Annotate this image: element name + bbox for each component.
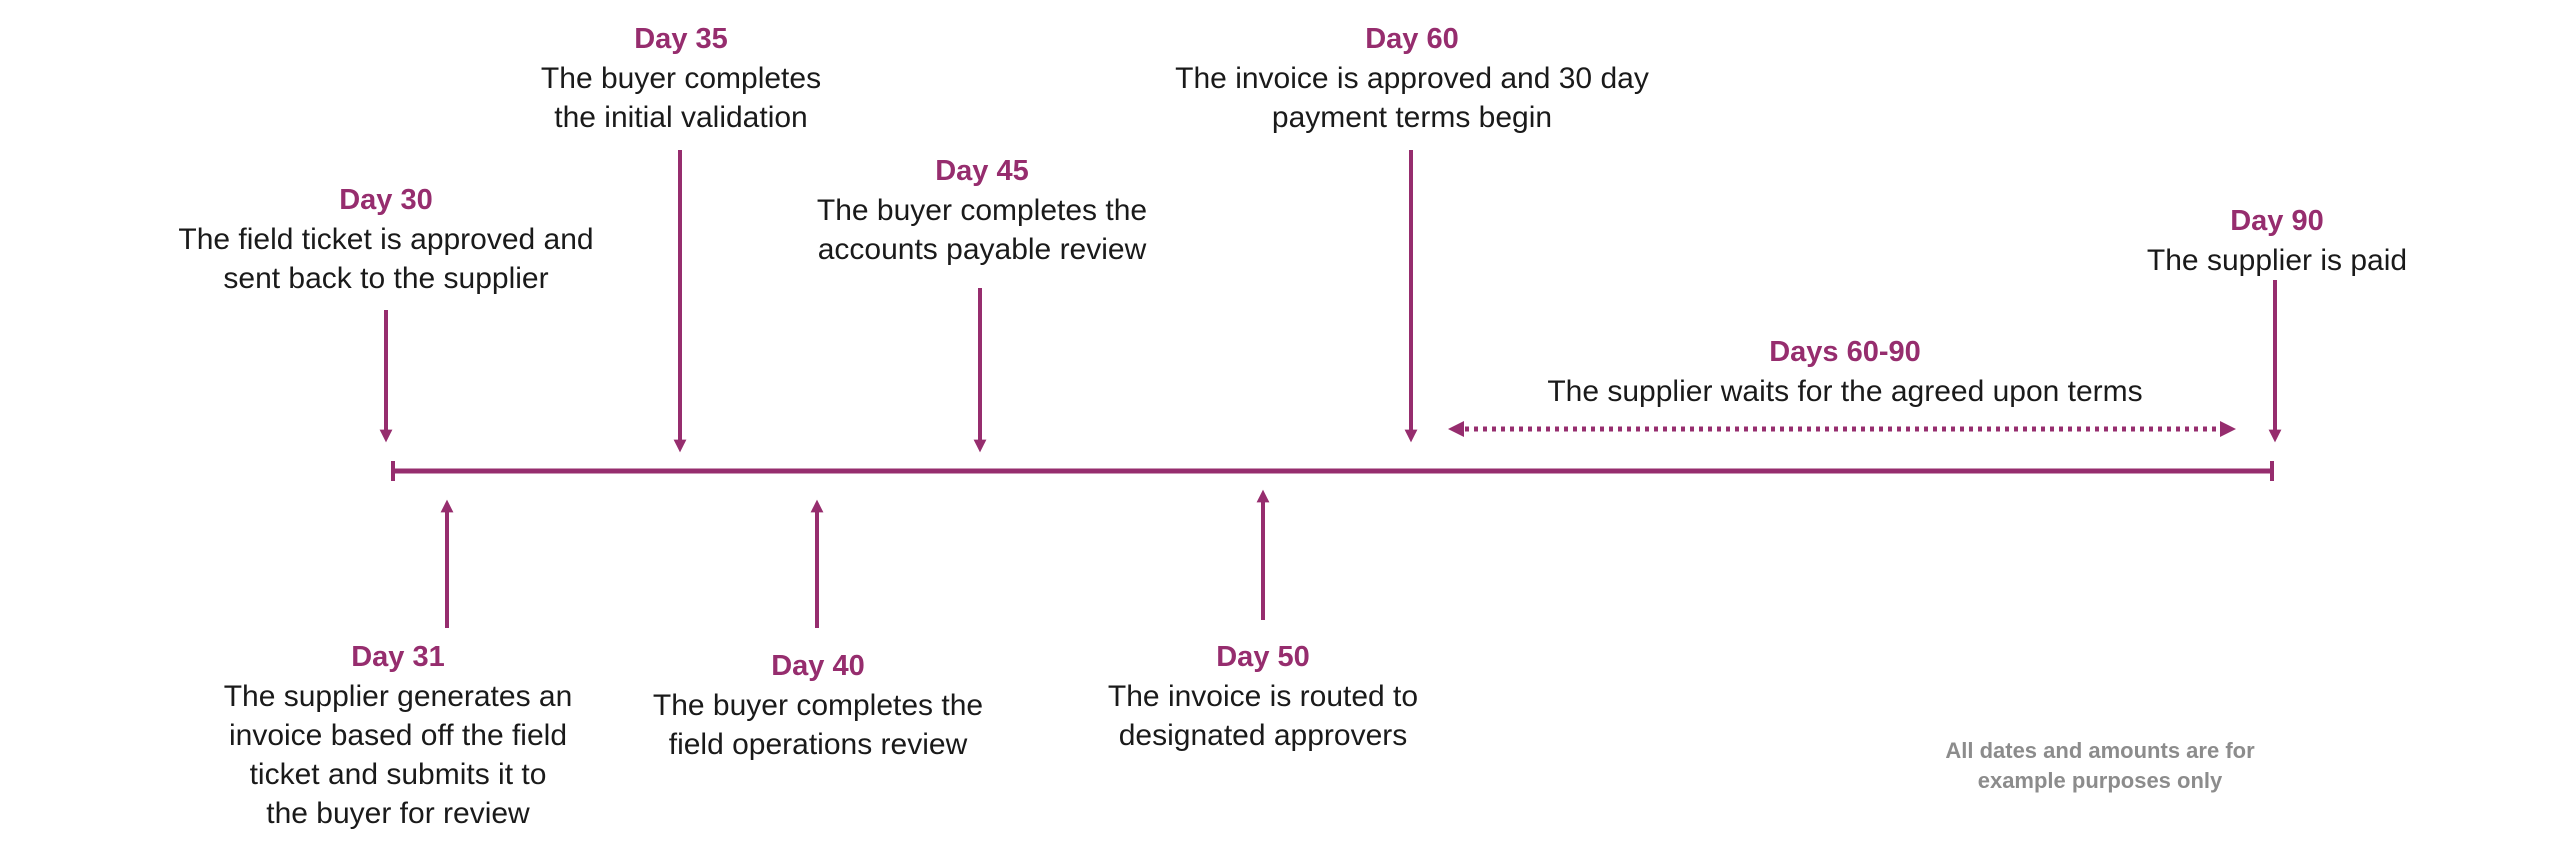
event-day-40: Day 40 The buyer completes the field ope…	[653, 647, 983, 764]
event-day-90: Day 90 The supplier is paid	[2147, 202, 2407, 280]
event-day-60: Day 60 The invoice is approved and 30 da…	[1175, 20, 1649, 137]
event-day-label: Day 60	[1365, 23, 1459, 55]
event-description: field operations review	[668, 728, 968, 761]
event-day-label: Day 35	[634, 23, 728, 55]
event-day-label: Day 30	[339, 184, 433, 216]
event-day-label: Day 40	[771, 650, 865, 682]
event-description: The buyer completes	[540, 62, 822, 95]
event-day-label: Day 45	[935, 155, 1029, 187]
event-description: the initial validation	[554, 101, 808, 134]
event-day-31: Day 31 The supplier generates an invoice…	[224, 638, 573, 833]
event-day-label: Day 90	[2230, 205, 2324, 237]
event-day-30: Day 30 The field ticket is approved and …	[178, 181, 593, 298]
event-description: The field ticket is approved and	[178, 223, 594, 256]
disclaimer-line: example purposes only	[1977, 768, 2223, 793]
event-description: The buyer completes the	[816, 194, 1148, 227]
event-days-60-90: Days 60-90 The supplier waits for the ag…	[1547, 333, 2142, 411]
event-description: payment terms begin	[1271, 101, 1553, 134]
event-day-label: Day 50	[1216, 641, 1310, 673]
event-description: The invoice is routed to	[1107, 680, 1419, 713]
event-description: The buyer completes the	[652, 689, 984, 722]
event-day-50: Day 50 The invoice is routed to designat…	[1108, 638, 1418, 755]
event-description: The supplier waits for the agreed upon t…	[1547, 375, 2143, 408]
event-description: accounts payable review	[817, 233, 1147, 266]
disclaimer-line: All dates and amounts are for	[1945, 738, 2255, 763]
event-description: sent back to the supplier	[223, 262, 549, 295]
event-description: The supplier is paid	[2146, 244, 2408, 277]
event-description: The supplier generates an	[223, 680, 573, 713]
event-day-label: Days 60-90	[1769, 336, 1921, 368]
event-day-35: Day 35 The buyer completes the initial v…	[541, 20, 821, 137]
event-description: the buyer for review	[266, 797, 530, 830]
event-description: ticket and submits it to	[249, 758, 547, 791]
event-description: designated approvers	[1118, 719, 1408, 752]
event-day-label: Day 31	[351, 641, 445, 673]
disclaimer-note: All dates and amounts are for example pu…	[1945, 736, 2254, 796]
event-day-45: Day 45 The buyer completes the accounts …	[817, 152, 1147, 269]
event-description: invoice based off the field	[228, 719, 567, 752]
event-description: The invoice is approved and 30 day	[1175, 62, 1649, 95]
